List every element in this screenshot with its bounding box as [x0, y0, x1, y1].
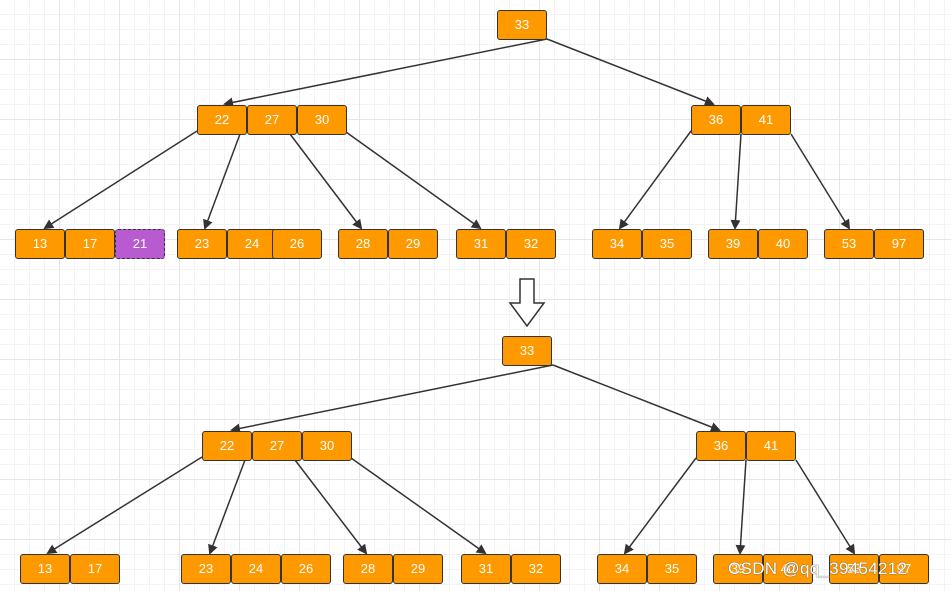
after-internal-right-key: 36 — [696, 431, 746, 461]
tree-edge-arrow — [350, 457, 487, 555]
after-leaf-key: 97 — [879, 554, 929, 584]
before-leaf-key: 35 — [642, 229, 692, 259]
before-internal-left-key: 27 — [247, 105, 297, 135]
tree-edge-arrow — [735, 459, 747, 555]
tree-edge-arrow — [43, 130, 198, 230]
tree-edge-arrow — [730, 133, 742, 230]
tree-edge-arrow — [294, 459, 368, 555]
before-leaf-key: 53 — [824, 229, 874, 259]
down-arrow-icon — [508, 278, 546, 328]
after-root-key: 33 — [502, 336, 552, 366]
after-leaf-key: 40 — [763, 554, 813, 584]
tree-edge-arrow — [203, 133, 241, 230]
before-internal-left-key: 30 — [297, 105, 347, 135]
after-internal-left-key: 22 — [202, 431, 252, 461]
before-leaf-key: 26 — [272, 229, 322, 259]
after-leaf-key: 39 — [713, 554, 763, 584]
before-leaf-key: 40 — [758, 229, 808, 259]
after-leaf-key: 34 — [597, 554, 647, 584]
tree-edge-arrow — [230, 364, 554, 434]
tree-edge-arrow — [552, 364, 721, 432]
after-internal-right-key: 41 — [746, 431, 796, 461]
before-leaf-key: 34 — [592, 229, 642, 259]
watermark: CSDN @qq_39454212 — [728, 559, 908, 578]
tree-edge-arrow — [345, 131, 482, 230]
tree-edge-arrow — [795, 459, 856, 555]
tree-edge-arrow — [546, 38, 715, 106]
after-leaf-key: 24 — [231, 554, 281, 584]
tree-edge-arrow — [618, 130, 692, 230]
after-leaf-key: 23 — [181, 554, 231, 584]
tree-edge-arrow — [289, 133, 363, 230]
after-leaf-key: 13 — [20, 554, 70, 584]
before-leaf-key: 31 — [456, 229, 506, 259]
before-leaf-key: 24 — [227, 229, 277, 259]
after-leaf-key: 26 — [281, 554, 331, 584]
after-leaf-key: 31 — [461, 554, 511, 584]
after-leaf-key: 32 — [511, 554, 561, 584]
after-internal-left-key: 30 — [302, 431, 352, 461]
tree-edge-arrow — [223, 38, 548, 108]
tree-edge-arrow — [790, 133, 851, 230]
after-leaf-key: 28 — [343, 554, 393, 584]
tree-edge-arrow — [46, 456, 203, 555]
after-leaf-key: 29 — [393, 554, 443, 584]
before-root-key: 33 — [497, 10, 547, 40]
before-internal-right-key: 41 — [741, 105, 791, 135]
after-leaf-key: 35 — [647, 554, 697, 584]
tree-edge-arrow — [208, 459, 246, 555]
before-leaf-key: 23 — [177, 229, 227, 259]
after-leaf-key: 53 — [829, 554, 879, 584]
before-internal-right-key: 36 — [691, 105, 741, 135]
before-leaf-key: 13 — [15, 229, 65, 259]
before-leaf-key: 97 — [874, 229, 924, 259]
before-leaf-key: 32 — [506, 229, 556, 259]
after-leaf-key: 17 — [70, 554, 120, 584]
tree-edge-arrow — [623, 457, 697, 555]
before-leaf-key: 29 — [388, 229, 438, 259]
after-internal-left-key: 27 — [252, 431, 302, 461]
before-leaf-key: 17 — [65, 229, 115, 259]
before-leaf-key: 39 — [708, 229, 758, 259]
before-internal-left-key: 22 — [197, 105, 247, 135]
deleted-key-highlight: 21 — [115, 229, 165, 259]
before-leaf-key: 28 — [338, 229, 388, 259]
